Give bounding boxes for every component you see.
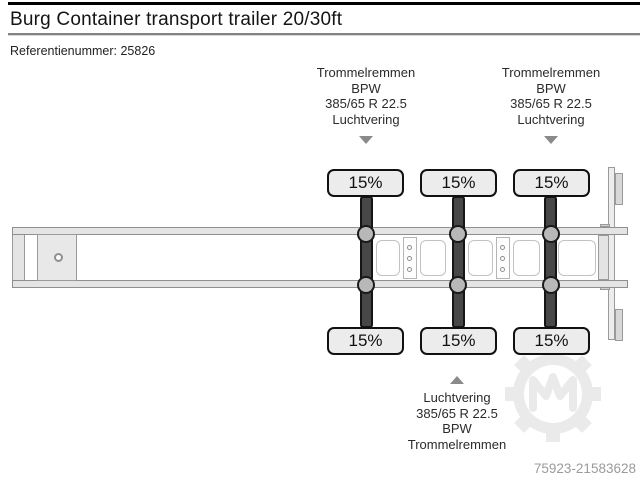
rivet: [407, 245, 412, 250]
web-panel: [420, 240, 446, 276]
top-rule: [8, 2, 640, 5]
middle-bogie-spec: Luchtvering 385/65 R 22.5 BPW Trommelrem…: [347, 390, 567, 452]
photo-id: 75923-21583628: [533, 461, 636, 476]
spec-line-tyres: 385/65 R 22.5: [510, 96, 592, 111]
spec-line-brakes: Trommelremmen: [316, 65, 416, 80]
rail-tab: [600, 224, 610, 227]
spec-line-tyres: 385/65 R 22.5: [325, 96, 407, 111]
rivet: [500, 245, 505, 250]
rear-lamp-bracket-top: [615, 173, 623, 205]
rear-bogie-spec: Trommelremmen BPW 385/65 R 22.5 Luchtver…: [441, 65, 640, 127]
web-panel: [376, 240, 400, 276]
rear-bumper-post: [608, 167, 615, 340]
header-divider-shadow: [8, 34, 640, 36]
kingpin: [54, 253, 63, 262]
reference-number: Referentienummer: 25826: [10, 44, 156, 58]
spec-line-brand: BPW: [536, 80, 566, 96]
spec-line-brakes: Trommelremmen: [501, 65, 601, 80]
spec-line-suspension: Luchtvering: [423, 390, 491, 405]
rivet: [407, 267, 412, 272]
front-bogie-spec: Trommelremmen BPW 385/65 R 22.5 Luchtver…: [256, 65, 476, 127]
wheel-hub: [357, 225, 375, 243]
spec-line-brand: BPW: [442, 421, 472, 436]
frame-rail-top: [12, 227, 628, 235]
arrow-up-icon: [450, 376, 464, 384]
web-panel: [558, 240, 596, 276]
axle-load-badge: 15%: [513, 327, 590, 355]
axle-load-badge: 15%: [420, 169, 497, 197]
front-end-cap: [12, 227, 25, 288]
wheel-hub: [449, 225, 467, 243]
wheel-hub: [542, 225, 560, 243]
axle-2: [452, 196, 465, 328]
axle-load-badge: 15%: [327, 327, 404, 355]
rear-lamp-bracket-bottom: [615, 309, 623, 341]
wheel-hub: [542, 276, 560, 294]
rivet: [500, 256, 505, 261]
axle-load-badge: 15%: [420, 327, 497, 355]
axle-load-badge: 15%: [327, 169, 404, 197]
wheel-hub: [449, 276, 467, 294]
page-title: Burg Container transport trailer 20/30ft: [10, 9, 343, 30]
web-panel: [513, 240, 540, 276]
header-divider: [8, 32, 640, 35]
spec-line-brand: BPW: [351, 80, 381, 96]
arrow-down-icon: [359, 136, 373, 144]
axle-load-badge: 15%: [513, 169, 590, 197]
rivet: [500, 267, 505, 272]
axle-3: [544, 196, 557, 328]
watermark-gear-icon: [505, 346, 601, 442]
wheel-hub: [357, 276, 375, 294]
spec-line-suspension: Luchtvering: [517, 111, 585, 127]
arrow-down-icon: [544, 136, 558, 144]
spec-line-brakes: Trommelremmen: [407, 436, 507, 452]
rivet: [407, 256, 412, 261]
spec-line-suspension: Luchtvering: [332, 111, 400, 127]
web-panel: [468, 240, 493, 276]
axle-1: [360, 196, 373, 328]
spec-line-tyres: 385/65 R 22.5: [416, 405, 498, 421]
frame-rail-bottom: [12, 280, 628, 288]
